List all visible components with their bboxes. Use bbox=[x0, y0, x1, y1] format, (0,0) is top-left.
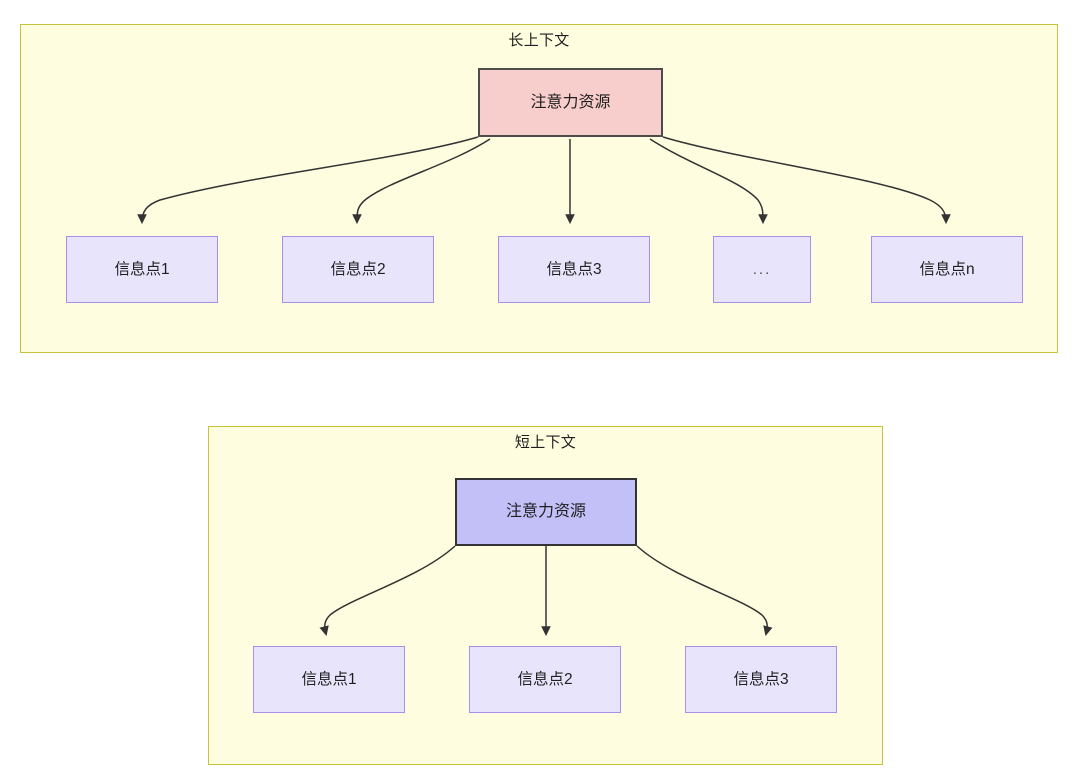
node-info-point-long-3[interactable]: 信息点3 bbox=[498, 236, 650, 303]
group-long-context-title: 长上下文 bbox=[508, 32, 570, 49]
node-info-point-long-n[interactable]: 信息点n bbox=[871, 236, 1023, 303]
node-attention-resource-long[interactable]: 注意力资源 bbox=[478, 68, 663, 137]
node-info-point-long-ellipsis[interactable]: ... bbox=[713, 236, 811, 303]
node-info-point-short-2[interactable]: 信息点2 bbox=[469, 646, 621, 713]
group-short-context[interactable] bbox=[208, 426, 883, 765]
node-info-point-long-1[interactable]: 信息点1 bbox=[66, 236, 218, 303]
node-info-point-short-3[interactable]: 信息点3 bbox=[685, 646, 837, 713]
group-short-context-title: 短上下文 bbox=[514, 434, 577, 451]
node-info-point-short-1[interactable]: 信息点1 bbox=[253, 646, 405, 713]
node-info-point-long-2[interactable]: 信息点2 bbox=[282, 236, 434, 303]
node-attention-resource-short[interactable]: 注意力资源 bbox=[455, 478, 637, 546]
